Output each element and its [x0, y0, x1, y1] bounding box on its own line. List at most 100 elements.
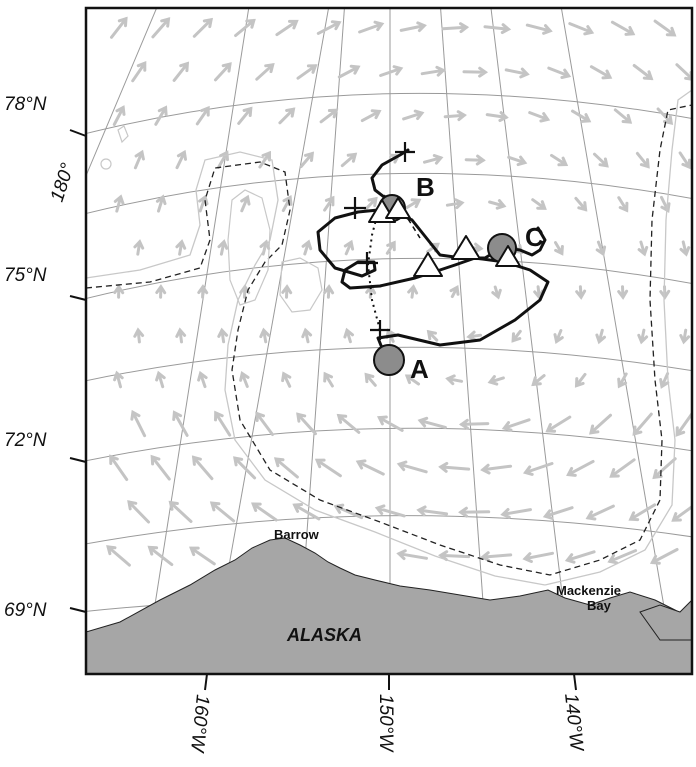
- wind-arrow: [191, 455, 214, 481]
- tick-140w: [573, 673, 577, 691]
- wind-arrow: [155, 370, 166, 389]
- wind-arrow: [574, 196, 588, 212]
- wind-arrow: [564, 550, 596, 564]
- wind-arrow: [511, 329, 522, 343]
- wind-arrow: [376, 415, 404, 432]
- wind-arrow: [420, 65, 446, 77]
- cross-marker-mid: [356, 252, 378, 274]
- deployment-markers: [344, 142, 415, 340]
- wind-arrow: [500, 508, 532, 519]
- wind-arrow: [671, 504, 692, 522]
- wind-arrow: [133, 149, 145, 170]
- wind-arrow: [595, 240, 607, 257]
- wind-arrow: [637, 240, 649, 257]
- wind-arrow: [609, 458, 636, 478]
- wind-arrow: [214, 410, 232, 437]
- wind-arrow: [396, 549, 428, 561]
- parallel-78n: [86, 92, 692, 135]
- wind-arrow: [483, 23, 512, 34]
- wind-arrow: [113, 370, 124, 389]
- graticule: [86, 8, 692, 674]
- wind-arrow: [547, 66, 572, 79]
- wind-arrow: [542, 506, 574, 520]
- wind-arrow: [458, 418, 490, 430]
- parallel-72n: [86, 427, 692, 462]
- mackenzie-bay-label-line1: Mackenzie: [556, 583, 621, 598]
- wind-arrow: [233, 456, 257, 480]
- tick-160w: [204, 673, 208, 691]
- wind-arrow: [656, 107, 674, 125]
- barrow-label: Barrow: [274, 527, 320, 542]
- wind-arrow: [628, 503, 657, 522]
- wind-arrow: [155, 284, 167, 299]
- wind-arrow: [127, 500, 150, 524]
- alaska-landmass: [86, 537, 692, 674]
- wind-arrow: [273, 457, 299, 479]
- wind-arrow: [568, 22, 595, 36]
- parallel-77n: [86, 172, 692, 215]
- wind-arrow: [319, 108, 339, 124]
- slope-contour-left: [86, 151, 546, 586]
- wind-arrow: [292, 503, 321, 521]
- wind-arrow: [480, 463, 513, 475]
- wind-arrow: [255, 411, 274, 436]
- wind-arrow: [649, 548, 679, 565]
- ridge-contour-small: [117, 125, 129, 144]
- wind-arrow: [217, 239, 229, 256]
- wind-arrow: [613, 108, 633, 124]
- wind-vector-field: [106, 16, 692, 567]
- wind-arrow: [112, 105, 126, 126]
- wind-arrow: [610, 20, 636, 36]
- wind-arrow: [423, 154, 444, 165]
- wind-arrow: [278, 107, 296, 125]
- wind-arrow: [441, 22, 470, 34]
- wind-arrow: [507, 155, 528, 167]
- wind-arrow: [545, 415, 572, 433]
- station-label-c: C: [525, 222, 544, 252]
- wind-arrow: [154, 105, 168, 126]
- triangle-markers: [368, 197, 521, 277]
- wind-arrow: [175, 327, 187, 344]
- wind-arrow: [239, 371, 250, 388]
- wind-arrow: [281, 284, 293, 299]
- wind-arrow: [133, 327, 145, 344]
- wind-arrow: [258, 150, 271, 169]
- wind-arrow: [217, 327, 229, 344]
- wind-arrow: [336, 413, 361, 434]
- wind-arrow: [189, 546, 216, 566]
- wind-arrow: [531, 198, 547, 210]
- wind-arrow: [301, 239, 313, 256]
- triangle-marker-c1: [451, 235, 481, 260]
- shelf-contour-dashed: [86, 104, 692, 576]
- wind-arrow: [464, 154, 486, 166]
- wind-arrow: [445, 374, 464, 386]
- wind-arrow: [480, 551, 513, 563]
- wind-arrow: [637, 328, 649, 345]
- wind-arrow: [197, 370, 208, 389]
- wind-arrow: [172, 410, 189, 437]
- lat-label-72n: 72°N: [4, 430, 47, 451]
- wind-arrow: [364, 372, 377, 387]
- wind-arrow: [449, 285, 460, 299]
- wind-arrow: [402, 109, 425, 121]
- lat-label-69n: 69°N: [4, 600, 47, 621]
- wind-arrow: [652, 457, 677, 480]
- station-labels: A B C: [410, 172, 544, 384]
- wind-arrow: [617, 285, 629, 300]
- wind-arrow: [438, 550, 471, 562]
- bathymetry-contours: [86, 89, 692, 586]
- wind-arrow: [679, 328, 691, 345]
- wind-arrow: [175, 239, 187, 256]
- mackenzie-delta-land: [639, 599, 692, 641]
- wind-arrow: [155, 194, 167, 213]
- ridge-contour: [279, 257, 323, 313]
- wind-arrow: [340, 152, 358, 168]
- land: [86, 537, 692, 674]
- wind-arrow: [168, 500, 193, 523]
- wind-arrow: [385, 240, 396, 255]
- wind-arrow: [251, 502, 278, 522]
- wind-arrow: [445, 198, 465, 210]
- wind-arrow: [617, 372, 628, 389]
- wind-arrow: [487, 375, 505, 386]
- buoy-track-dashed: [397, 203, 421, 239]
